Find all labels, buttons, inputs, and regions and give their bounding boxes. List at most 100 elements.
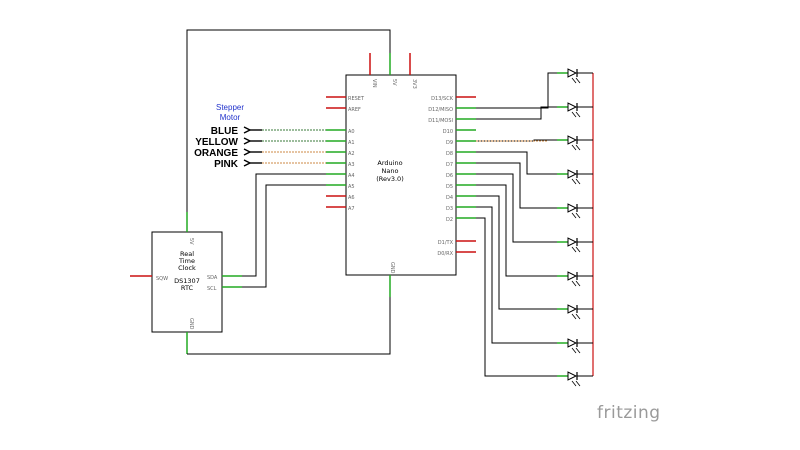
led-light-ray: [575, 246, 581, 253]
arduino-pin-right: D9: [446, 140, 453, 146]
led-signal-wire: [476, 151, 557, 175]
wire-scl-a5: [242, 184, 326, 288]
led-light-ray: [571, 212, 577, 219]
led-array: [567, 68, 593, 387]
rtc-name-line: DS1307: [174, 277, 200, 285]
led-diode-triangle: [567, 338, 578, 348]
arduino-pin-left: A2: [348, 151, 355, 157]
led-light-ray: [575, 380, 581, 387]
led-light-ray: [571, 144, 577, 151]
led-light-ray: [575, 144, 581, 151]
led-diode-triangle: [567, 304, 578, 314]
led-signal-wire: [476, 106, 557, 120]
arduino-pin-right: D7: [446, 162, 453, 168]
led-diode-triangle: [567, 237, 578, 247]
led-light-ray: [575, 77, 581, 84]
led-light-ray: [571, 380, 577, 387]
wire-gnd: [187, 297, 391, 355]
rtc-name-line: Clock: [178, 264, 196, 272]
rtc-pin-sqw: SQW: [156, 276, 168, 282]
arduino-pin-left: A4: [348, 173, 355, 179]
arduino-pin-right: D3: [446, 206, 453, 212]
led-light-ray: [571, 111, 577, 118]
rtc-pin-sda: SDA: [207, 275, 218, 281]
arduino-pin-right: D10: [443, 129, 453, 135]
led-signal-wire: [476, 206, 557, 344]
led-diode-triangle: [567, 203, 578, 213]
wire-5v: [186, 29, 391, 212]
led-diode-triangle: [567, 271, 578, 281]
arduino-pin-left: A5: [348, 184, 355, 190]
arduino-pin-3v3: 3V3: [411, 79, 417, 89]
arduino-pin-left: A7: [348, 206, 355, 212]
arduino-pin-left: A6: [348, 195, 355, 201]
stepper-connector-arrow: [243, 126, 252, 134]
led-light-ray: [575, 280, 581, 287]
arduino-pin-right: D2: [446, 217, 453, 223]
led-light-ray: [571, 178, 577, 185]
rtc-pin-5v: 5V: [188, 238, 194, 245]
led-light-ray: [575, 212, 581, 219]
arduino-pin-right: D0/RX: [437, 251, 453, 257]
led-signal-wire: [476, 162, 557, 209]
led-signal-wire: [476, 173, 557, 243]
stepper-wire-label: PINK: [214, 159, 239, 170]
arduino-pin-right: D4: [446, 195, 453, 201]
led-light-ray: [571, 347, 577, 354]
rtc-name-line: Time: [178, 257, 195, 265]
led-signal-wire: [476, 217, 557, 377]
stepper-title-line: Motor: [220, 113, 241, 122]
stepper-wire-label: YELLOW: [195, 137, 238, 148]
arduino-pin-gnd: GND: [389, 262, 395, 274]
led-light-ray: [571, 77, 577, 84]
stepper-wire-label: ORANGE: [194, 148, 238, 159]
arduino-pin-right: D8: [446, 151, 453, 157]
wire-sda-a4: [242, 173, 326, 277]
arduino-name-line: Arduino: [377, 159, 402, 167]
led-diode-triangle: [567, 135, 578, 145]
arduino-pin-right: D1/TX: [438, 240, 454, 246]
arduino-pin-vin: VIN: [371, 79, 377, 88]
led-light-ray: [575, 111, 581, 118]
wires-group: [130, 29, 594, 377]
led-light-ray: [575, 313, 581, 320]
arduino-pin-left: RESET: [348, 96, 365, 102]
rtc-body: [151, 231, 223, 333]
arduino-pin-right: D5: [446, 184, 453, 190]
arduino-pin-right: D11/MOSI: [428, 118, 453, 124]
led-signal-wire: [476, 72, 557, 109]
rtc-name-line: RTC: [181, 284, 194, 292]
led-light-ray: [571, 280, 577, 287]
led-diode-triangle: [567, 169, 578, 179]
rtc-name-line: Real: [180, 250, 194, 258]
led-signal-wire: [476, 195, 557, 310]
arduino-name-line: (Rev3.0): [376, 175, 403, 183]
arduino-pin-5v: 5V: [391, 79, 397, 86]
arduino-pin-right: D13/SCK: [431, 96, 454, 102]
arduino-name-line: Nano: [382, 167, 399, 175]
arduino-pin-right: D12/MISO: [428, 107, 453, 113]
led-light-ray: [575, 347, 581, 354]
led-light-ray: [571, 313, 577, 320]
arduino-pin-left: AREF: [348, 107, 361, 113]
led-light-ray: [575, 178, 581, 185]
stepper-connector-arrow: [243, 159, 252, 167]
arduino-pin-left: A1: [348, 140, 355, 146]
arduino-pin-left: A0: [348, 129, 355, 135]
stepper-title-line: Stepper: [216, 103, 244, 112]
stepper-connector-arrow: [243, 137, 252, 145]
led-light-ray: [571, 246, 577, 253]
arduino-nano-body: [345, 74, 457, 276]
led-diode-triangle: [567, 371, 578, 381]
led-diode-triangle: [567, 102, 578, 112]
led-signal-wire: [476, 184, 557, 277]
arduino-pin-right: D6: [446, 173, 453, 179]
fritzing-logo: fritzing: [597, 403, 661, 423]
led-diode-triangle: [567, 68, 578, 78]
rtc-pin-scl: SCL: [207, 286, 217, 292]
rtc-pin-gnd: GND: [188, 318, 194, 330]
stepper-wire-label: BLUE: [211, 126, 239, 137]
arduino-pin-left: A3: [348, 162, 355, 168]
stepper-connector-arrow: [243, 148, 252, 156]
